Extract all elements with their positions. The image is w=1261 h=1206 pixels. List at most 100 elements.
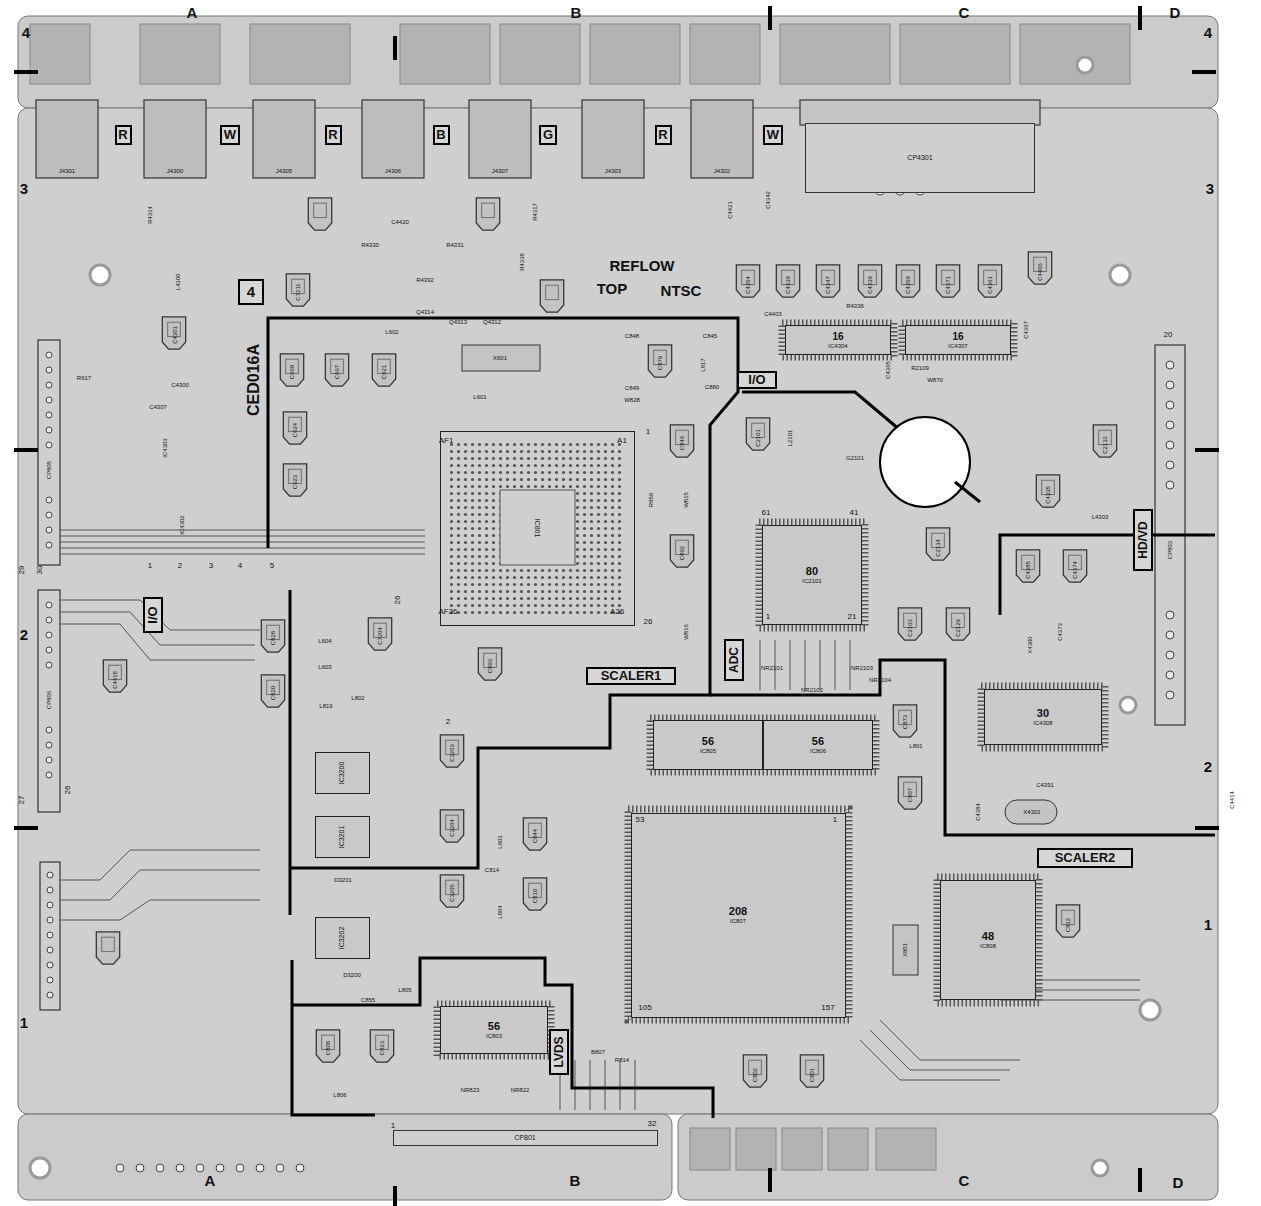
part-label: IC3202 — [338, 927, 345, 950]
silk-label: C4371 — [945, 276, 951, 294]
node-text-group: HD/VD — [1137, 521, 1150, 558]
node-text-group: 4 — [247, 284, 255, 300]
grid-mark: 1 — [20, 1015, 28, 1030]
grid-mark: 2 — [20, 627, 28, 642]
silk-label: C624 — [292, 423, 298, 437]
edge-pads — [30, 24, 1130, 1170]
silk-label: C845 — [703, 333, 717, 339]
pin-number: 53 — [636, 816, 645, 824]
part-label: R — [658, 128, 667, 142]
silk-label: D3201 — [334, 877, 352, 883]
silk-label: C812 — [1065, 918, 1071, 932]
silk-label: R4392 — [416, 277, 434, 283]
connector-outline: CP4301 — [805, 123, 1035, 193]
silk-label: C4354 — [745, 276, 751, 294]
silk-label: J4300 — [167, 168, 183, 174]
section-tag: G — [539, 125, 557, 145]
grid-mark: 4 — [1204, 25, 1212, 40]
silk-label: J4301 — [59, 168, 75, 174]
silk-label: J4303 — [605, 168, 621, 174]
ic-package: 30IC4308 — [984, 689, 1102, 745]
section-tag: R — [655, 125, 672, 145]
silk-label: C621 — [381, 365, 387, 379]
silk-label: L803 — [497, 835, 503, 848]
grid-mark: B — [571, 5, 582, 20]
part-label: 80 — [806, 566, 818, 578]
section-tag: SCALER2 — [1037, 848, 1133, 868]
silk-label: NR2101 — [761, 665, 783, 671]
part-label: HD/VD — [1137, 521, 1150, 558]
silk-label: C823 — [379, 1041, 385, 1055]
silk-label: C4391 — [1036, 782, 1054, 788]
silk-label: NR823 — [461, 1087, 480, 1093]
silk-label: R4336 — [846, 303, 864, 309]
silk-label: C820 — [270, 686, 276, 700]
silk-label: X4300 — [1027, 636, 1033, 653]
silk-label: L804 — [497, 905, 503, 918]
node-text-group: IC3200 — [338, 762, 345, 785]
pin-number: 2 — [446, 718, 450, 726]
silk-label: NR2103 — [851, 665, 873, 671]
part-label: 48 — [982, 931, 994, 943]
silk-label: C810 — [532, 889, 538, 903]
part-label: 16 — [832, 332, 843, 343]
silk-label: C2129 — [955, 619, 961, 637]
silk-label: R4338 — [519, 253, 525, 271]
silk-label: C4335 — [1045, 486, 1051, 504]
silk-label: J4307 — [492, 168, 508, 174]
section-tag: ADC — [724, 639, 744, 681]
silk-label: NR822 — [511, 1087, 530, 1093]
part-label: CP801 — [514, 1134, 535, 1141]
silk-label: X4301 — [1023, 809, 1040, 815]
part-label: 16 — [952, 332, 963, 343]
ic-package: IC3200 — [315, 752, 370, 794]
silk-label: C4342 — [765, 191, 771, 209]
silk-label: C669 — [289, 365, 295, 379]
silk-label: R4317 — [532, 203, 538, 221]
silk-label: R814 — [615, 1057, 629, 1063]
silk-label: C3205 — [449, 884, 455, 902]
silk-label: C3203 — [449, 744, 455, 762]
silk-label: L801 — [909, 743, 922, 749]
ic-package: 16IC4307 — [905, 325, 1011, 355]
silk-label: C2132 — [1102, 436, 1108, 454]
section-tag: I/O — [737, 371, 777, 389]
silk-label: L2101 — [787, 430, 793, 447]
pin-number: 26 — [644, 618, 653, 626]
board — [18, 16, 1218, 1200]
node-text-group: 48IC808 — [980, 931, 996, 949]
pin-number: 27 — [18, 796, 26, 805]
ic-package: IC3201 — [315, 816, 370, 858]
part-name: IC805 — [700, 748, 716, 754]
pin-number: AF1 — [439, 437, 454, 445]
silk-label: CP806 — [46, 691, 52, 709]
pin-number: A26 — [610, 608, 624, 616]
pin-number: 5 — [270, 562, 274, 570]
mounting-holes — [30, 57, 1160, 1178]
silk-label: C4361 — [987, 276, 993, 294]
pin-number: AF26 — [438, 608, 457, 616]
silk-label: C2103 — [907, 619, 913, 637]
pin-number: 1 — [646, 428, 650, 436]
silk-label: C4365 — [885, 361, 891, 379]
pin-number: 2 — [178, 562, 182, 570]
silk-label: J4305 — [276, 168, 292, 174]
section-tag: R — [115, 125, 132, 145]
silk-label: C892 — [679, 546, 685, 560]
grid-mark: REFLOW — [610, 258, 675, 273]
silk-label: C802 — [752, 1068, 758, 1082]
grid-mark: CED016A — [246, 344, 262, 416]
silk-label: C828 — [270, 631, 276, 645]
part-name: IC808 — [980, 943, 996, 949]
silk-label: C873 — [902, 715, 908, 729]
connector-outline: CP801 — [393, 1130, 658, 1146]
silk-label: L4303 — [1092, 514, 1109, 520]
silk-label: CP803 — [1167, 541, 1173, 559]
silk-label: C4339 — [867, 276, 873, 294]
silk-label: R4331 — [446, 242, 464, 248]
silk-label: IC4302 — [179, 515, 185, 534]
silk-label: NR2104 — [869, 677, 891, 683]
pin-number: 26 — [394, 596, 402, 605]
silk-label: R4314 — [147, 206, 153, 224]
